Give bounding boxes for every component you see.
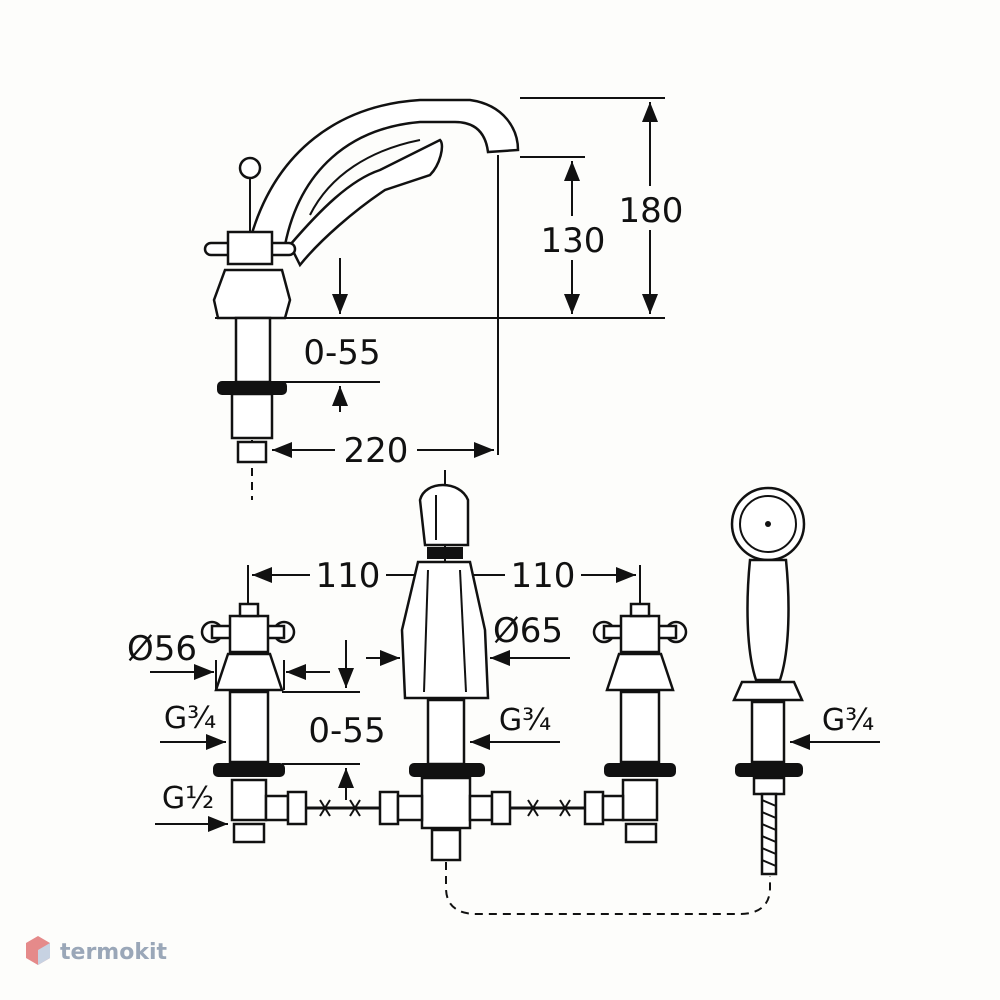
thread-shower-label: G¾ bbox=[822, 703, 874, 738]
shower-holder bbox=[732, 680, 804, 702]
hose-routing-dashed bbox=[445, 862, 771, 915]
right-handle-cap bbox=[629, 602, 651, 618]
hose-nut-3 bbox=[378, 790, 400, 826]
hose-nut-1 bbox=[264, 794, 290, 822]
dim-deck-top-label: 0-55 bbox=[303, 333, 380, 373]
dim-220-bg bbox=[335, 428, 417, 472]
front-spout-nut bbox=[409, 763, 485, 777]
dim-180-label: 180 bbox=[619, 191, 684, 231]
side-knob-cap bbox=[238, 156, 262, 180]
hose-nut-4 bbox=[396, 794, 424, 822]
left-lock-nut bbox=[213, 763, 285, 777]
dim-220-label: 220 bbox=[344, 431, 409, 471]
brand-name: termokit bbox=[60, 940, 167, 965]
hose-nut-6 bbox=[490, 790, 512, 826]
side-lock-nut bbox=[217, 381, 287, 395]
dim-110-right-bg bbox=[505, 553, 581, 597]
dim-180-bg bbox=[612, 186, 690, 230]
front-spout-outlet bbox=[430, 828, 462, 862]
left-inlet bbox=[232, 822, 266, 844]
right-valve-body bbox=[605, 652, 675, 692]
side-shank bbox=[234, 316, 272, 384]
side-spout bbox=[248, 98, 520, 247]
front-spout-shank bbox=[426, 698, 466, 766]
hose-left-marks bbox=[319, 799, 361, 817]
side-lower-shank bbox=[230, 392, 274, 440]
shower-shank bbox=[750, 700, 786, 764]
side-shower-handle bbox=[288, 138, 444, 268]
right-valve-shank bbox=[619, 690, 661, 764]
hand-shower bbox=[730, 486, 806, 876]
dim-110-left-bg bbox=[310, 553, 386, 597]
thread-left-valve-label: G¾ bbox=[164, 701, 216, 736]
left-valve-body bbox=[214, 652, 284, 692]
front-spout-collar bbox=[427, 547, 463, 559]
hose-nut-7 bbox=[583, 790, 605, 826]
dim-130-bg bbox=[534, 216, 612, 260]
spout-rib-1 bbox=[423, 569, 429, 693]
dim-d56-label: Ø56 bbox=[127, 629, 197, 669]
right-inlet bbox=[624, 822, 658, 844]
hose-nut-5 bbox=[468, 794, 494, 822]
thread-spout-label: G¾ bbox=[499, 703, 551, 738]
shower-head-ring bbox=[739, 495, 797, 553]
front-view: 110 110 bbox=[127, 470, 880, 915]
side-spout-contour bbox=[309, 139, 421, 216]
left-handle-cap bbox=[238, 602, 260, 618]
shower-hose-nut bbox=[752, 776, 786, 796]
side-handle-hub bbox=[226, 230, 274, 266]
shower-lock-nut bbox=[735, 763, 803, 777]
hose-right-marks bbox=[527, 799, 571, 817]
side-valve-body bbox=[212, 268, 292, 320]
dim-130-label: 130 bbox=[541, 221, 606, 261]
spout-rib-2 bbox=[459, 569, 467, 693]
dim-110-left-label: 110 bbox=[316, 556, 381, 596]
front-spout-top bbox=[418, 483, 470, 547]
left-handle-hub bbox=[228, 614, 270, 654]
thread-left-inlet-label: G½ bbox=[162, 781, 214, 816]
hose-nut-8 bbox=[601, 794, 625, 822]
brand-logo-facet bbox=[38, 943, 50, 965]
shower-nozzle bbox=[765, 521, 771, 527]
dim-110-right-label: 110 bbox=[511, 556, 576, 596]
right-handle-hub bbox=[619, 614, 661, 654]
connector-hoses bbox=[264, 790, 625, 826]
right-lock-nut bbox=[604, 763, 676, 777]
shower-handle bbox=[746, 558, 790, 682]
dim-deck-bottom-label: 0-55 bbox=[308, 711, 385, 751]
dim-d65-label: Ø65 bbox=[493, 611, 563, 651]
side-view: 180 130 0-55 220 bbox=[203, 97, 690, 500]
brand-logo: termokit bbox=[26, 936, 167, 965]
hose-nut-2 bbox=[286, 790, 308, 826]
side-inlet bbox=[236, 440, 268, 464]
shower-hose-marks bbox=[761, 799, 777, 867]
right-valve-elbow bbox=[621, 778, 659, 822]
left-valve-elbow bbox=[230, 778, 268, 822]
left-valve-shank bbox=[228, 690, 270, 764]
front-spout-body bbox=[400, 560, 490, 700]
front-spout-tee bbox=[420, 776, 472, 830]
